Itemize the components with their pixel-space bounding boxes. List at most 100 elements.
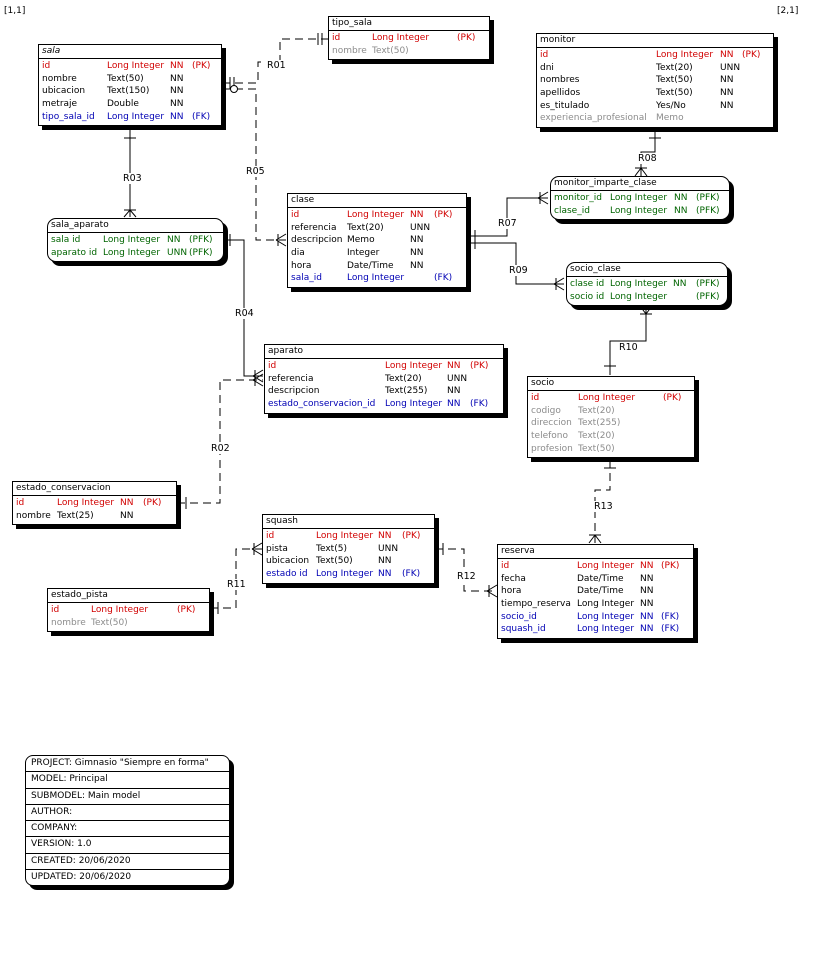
attr-name: tipo_sala_id (42, 111, 95, 122)
attr-name: codigo (531, 405, 561, 416)
attr-type: Text(20) (385, 373, 422, 384)
attr-type: Memo (656, 113, 684, 124)
attr-type: Yes/No (656, 100, 686, 111)
attr-name: referencia (291, 222, 337, 233)
entity-title: monitor_imparte_clase (551, 177, 729, 191)
attr-constraint: NN (673, 279, 687, 289)
attr-name: estado_conservacion_id (268, 399, 376, 410)
attr-key: (PFK) (189, 235, 213, 245)
attr-constraint: NN (447, 361, 461, 371)
attr-constraint: NN (720, 75, 734, 86)
attr-key: (PK) (661, 561, 680, 571)
entity-title: socio (528, 377, 694, 391)
label-r02: R02 (210, 443, 231, 454)
attr-type: Long Integer (577, 611, 635, 622)
attr-constraint: UNN (410, 222, 431, 233)
attr-name: id (501, 561, 510, 571)
attr-constraint: NN (167, 235, 181, 245)
attr-name: dia (291, 248, 305, 259)
info-updated: UPDATED: 20/06/2020 (26, 869, 229, 885)
label-r10: R10 (618, 342, 639, 353)
attr-type: Long Integer (57, 498, 115, 508)
attr-type: Long Integer (347, 273, 405, 284)
label-r04: R04 (234, 308, 255, 319)
attr-type: Text(50) (91, 617, 128, 628)
line-r04-end (229, 234, 264, 383)
attr-key: (PK) (143, 498, 162, 508)
label-r09: R09 (508, 265, 529, 276)
attr-key: (PK) (177, 605, 196, 615)
attr-type: Text(50) (316, 556, 353, 567)
label-r07: R07 (497, 218, 518, 229)
attr-name: aparato id (51, 247, 98, 258)
label-r01: R01 (266, 60, 287, 71)
attr-type: Long Integer (610, 279, 668, 289)
attr-name: estado id (266, 569, 308, 580)
attr-name: experiencia_profesional (540, 113, 647, 124)
line-r05 (222, 88, 286, 241)
attr-key: (FK) (661, 611, 680, 622)
attr-name: id (531, 393, 540, 403)
attr-constraint: NN (447, 386, 461, 397)
attr-name: id (42, 61, 51, 71)
attr-constraint: NN (640, 611, 654, 622)
attr-constraint: NN (410, 235, 424, 246)
entity-title: estado_conservacion (13, 482, 176, 496)
attr-name: id (332, 33, 341, 43)
info-author: AUTHOR: (26, 803, 229, 820)
attr-key: (FK) (434, 273, 453, 284)
line-r10 (609, 306, 647, 375)
attr-constraint: NN (640, 561, 654, 571)
attr-key: (FK) (402, 569, 421, 580)
line-r09-end (474, 237, 565, 291)
info-version: VERSION: 1.0 (26, 836, 229, 852)
attr-constraint: NN (640, 573, 654, 584)
attr-constraint: NN (170, 86, 184, 97)
entity-title: aparato (265, 345, 503, 359)
attr-type: Text(50) (578, 443, 615, 454)
attr-key: (PK) (470, 361, 489, 371)
entity-title: tipo_sala (329, 17, 489, 31)
attr-type: Text(5) (316, 543, 347, 554)
attr-type: Long Integer (577, 624, 635, 635)
attr-constraint: NN (720, 100, 734, 111)
attr-name: descripcion (268, 386, 320, 397)
attr-constraint: NN (720, 50, 734, 60)
attr-constraint: NN (170, 73, 184, 84)
attr-type: Long Integer (316, 569, 374, 580)
entity-title: reserva (498, 545, 693, 559)
attr-type: Text(150) (107, 86, 150, 97)
attr-constraint: NN (640, 599, 654, 610)
label-r05: R05 (245, 166, 266, 177)
